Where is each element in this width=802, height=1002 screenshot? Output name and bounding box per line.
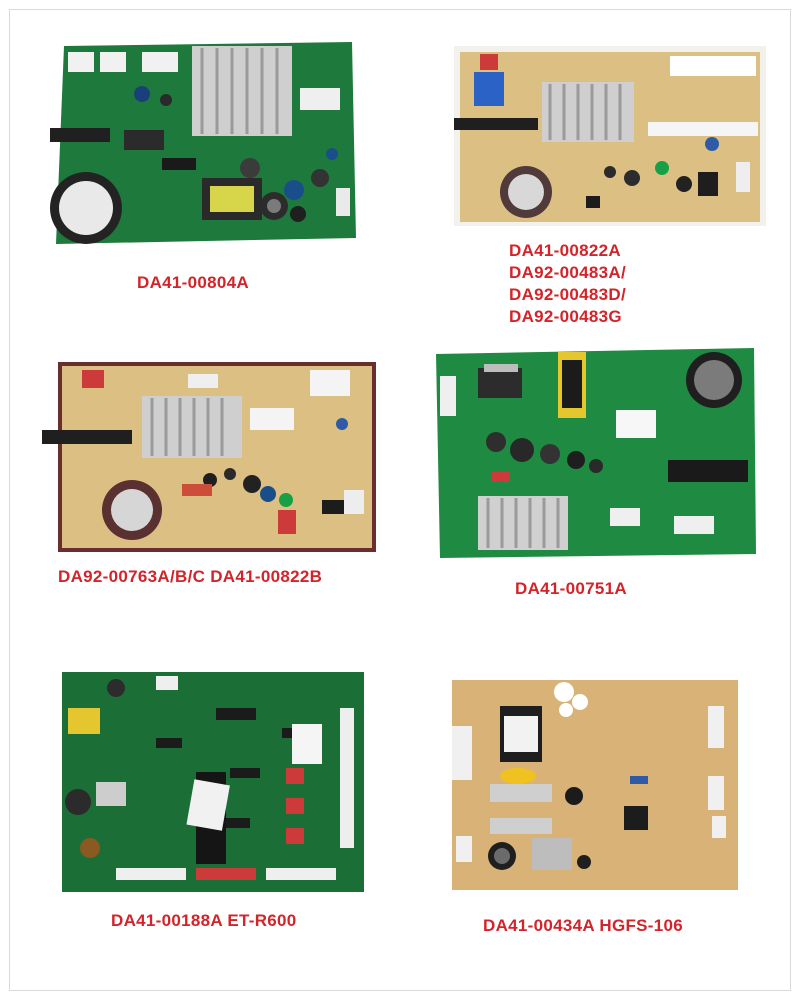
caption-line: DA92-00483A/ — [509, 263, 626, 282]
caption-line: DA92-00483G — [509, 307, 622, 326]
board-photo-5 — [56, 668, 370, 896]
caption-line: DA41-00434A HGFS-106 — [483, 916, 684, 935]
board-photo-1 — [42, 38, 358, 250]
caption-block-2: DA41-00822A DA92-00483A/ DA92-00483D/ DA… — [509, 240, 709, 328]
board-photo-6 — [448, 676, 742, 894]
caption-line: DA41-00751A — [515, 579, 627, 598]
caption-line: DA92-00483D/ — [509, 285, 626, 304]
caption-line: DA41-00188A ET-R600 — [111, 911, 297, 930]
board-photo-4 — [432, 346, 760, 560]
caption-line: DA92-00763A/B/C DA41-00822B — [58, 567, 323, 586]
grid-frame — [9, 9, 791, 991]
caption-line: DA41-00822A — [509, 241, 621, 260]
caption-line: DA41-00804A — [137, 273, 249, 292]
board-photo-3 — [42, 360, 380, 556]
board-photo-2 — [450, 42, 770, 230]
